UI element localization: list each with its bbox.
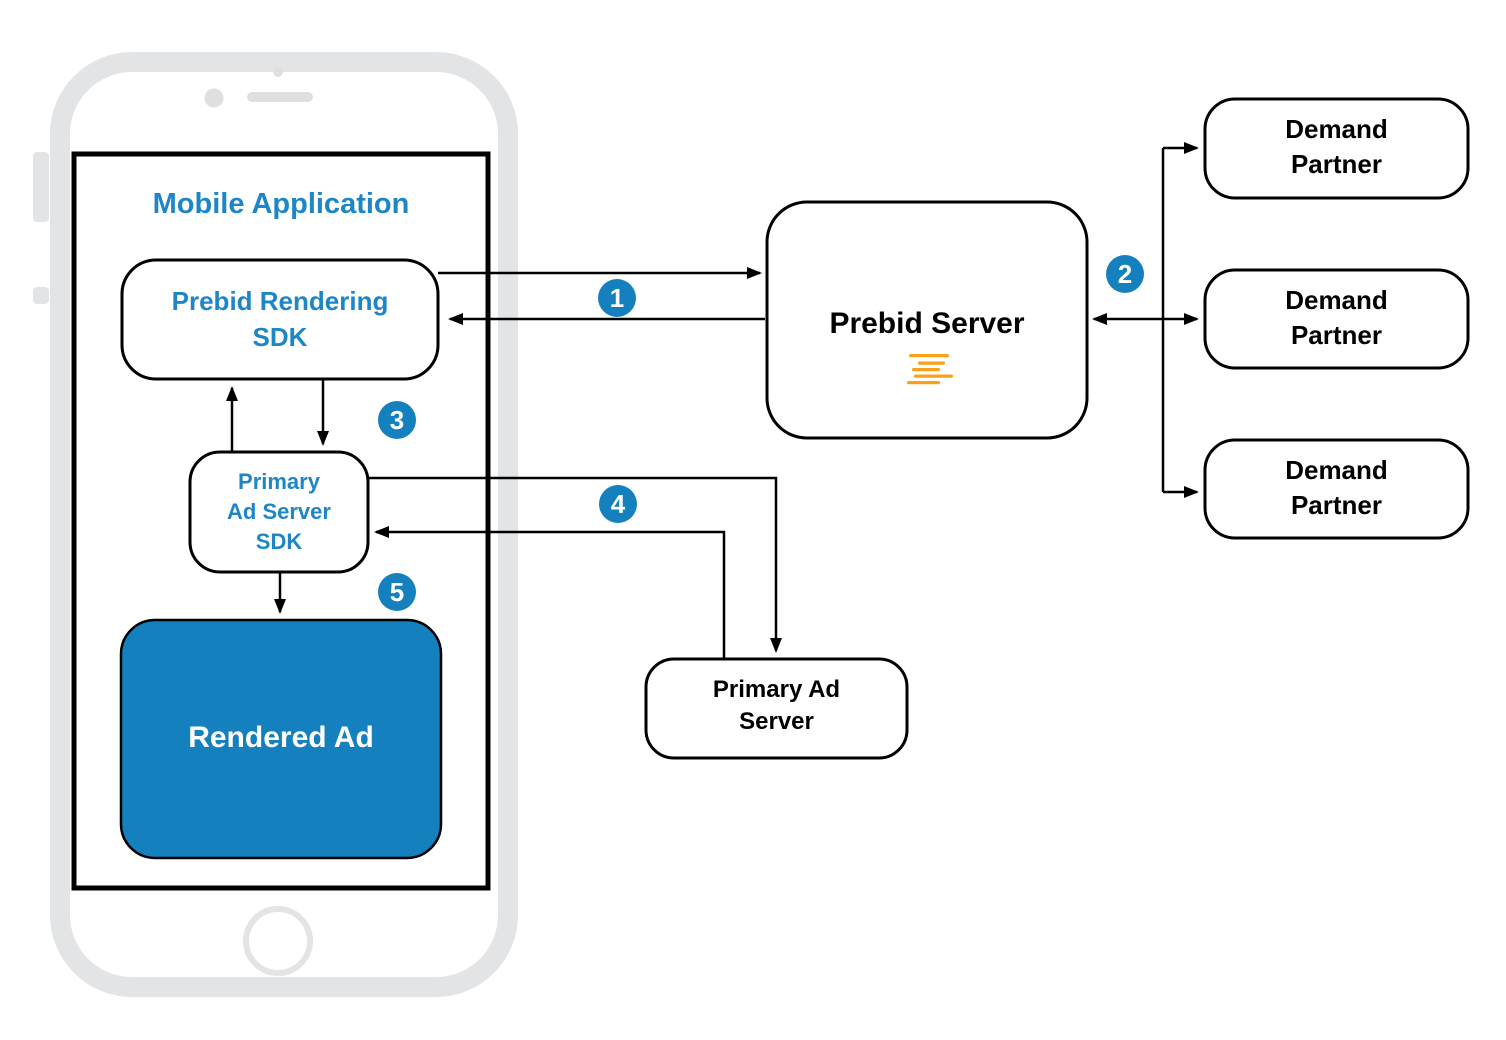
- primary-ad-server-label: Primary Ad Server: [712, 676, 841, 735]
- step-badge-2: 2: [1106, 255, 1144, 293]
- phone-mute-switch: [33, 287, 49, 304]
- prebid-server-box: [765, 200, 1089, 440]
- prebid-logo-icon: [907, 354, 953, 385]
- primary-ad-server-box: [644, 657, 909, 760]
- step-badge-5: 5: [378, 573, 416, 611]
- arrow-adserver-sdk-to-primary-ad-server: [368, 476, 782, 653]
- demand-partner-1-box: [1203, 97, 1470, 200]
- step-badge-1: 1: [598, 279, 636, 317]
- flow-arrows: [226, 142, 1199, 659]
- mobile-application-title: Mobile Application: [152, 188, 410, 220]
- demand-partner-3-label: Demand Partner: [1285, 455, 1388, 520]
- phone-speaker-icon: [247, 92, 313, 102]
- rendered-ad-label: Rendered Ad: [188, 721, 374, 754]
- phone-camera-icon: [204, 88, 224, 108]
- primary-ad-server-sdk-label: Primary Ad Server SDK: [227, 469, 331, 554]
- step-badge-3: 3: [378, 401, 416, 439]
- demand-partner-3-box: [1203, 438, 1470, 540]
- phone-volume-button: [33, 152, 49, 222]
- prebid-rendering-sdk-label: Prebid Rendering SDK: [171, 286, 389, 352]
- prebid-rendering-sdk-box: [120, 258, 440, 381]
- rendered-ad-box: [119, 618, 443, 860]
- step-badge-4: 4: [599, 485, 637, 523]
- demand-partner-2-box: [1203, 268, 1470, 370]
- demand-partner-2-label: Demand Partner: [1285, 285, 1388, 350]
- arrow-primary-ad-server-to-adserver-sdk: [374, 526, 726, 659]
- demand-partner-1-label: Demand Partner: [1285, 114, 1388, 179]
- phone-sensor-dot-icon: [273, 67, 283, 77]
- prebid-server-label: Prebid Server: [829, 307, 1025, 340]
- phone-home-button: [243, 906, 313, 976]
